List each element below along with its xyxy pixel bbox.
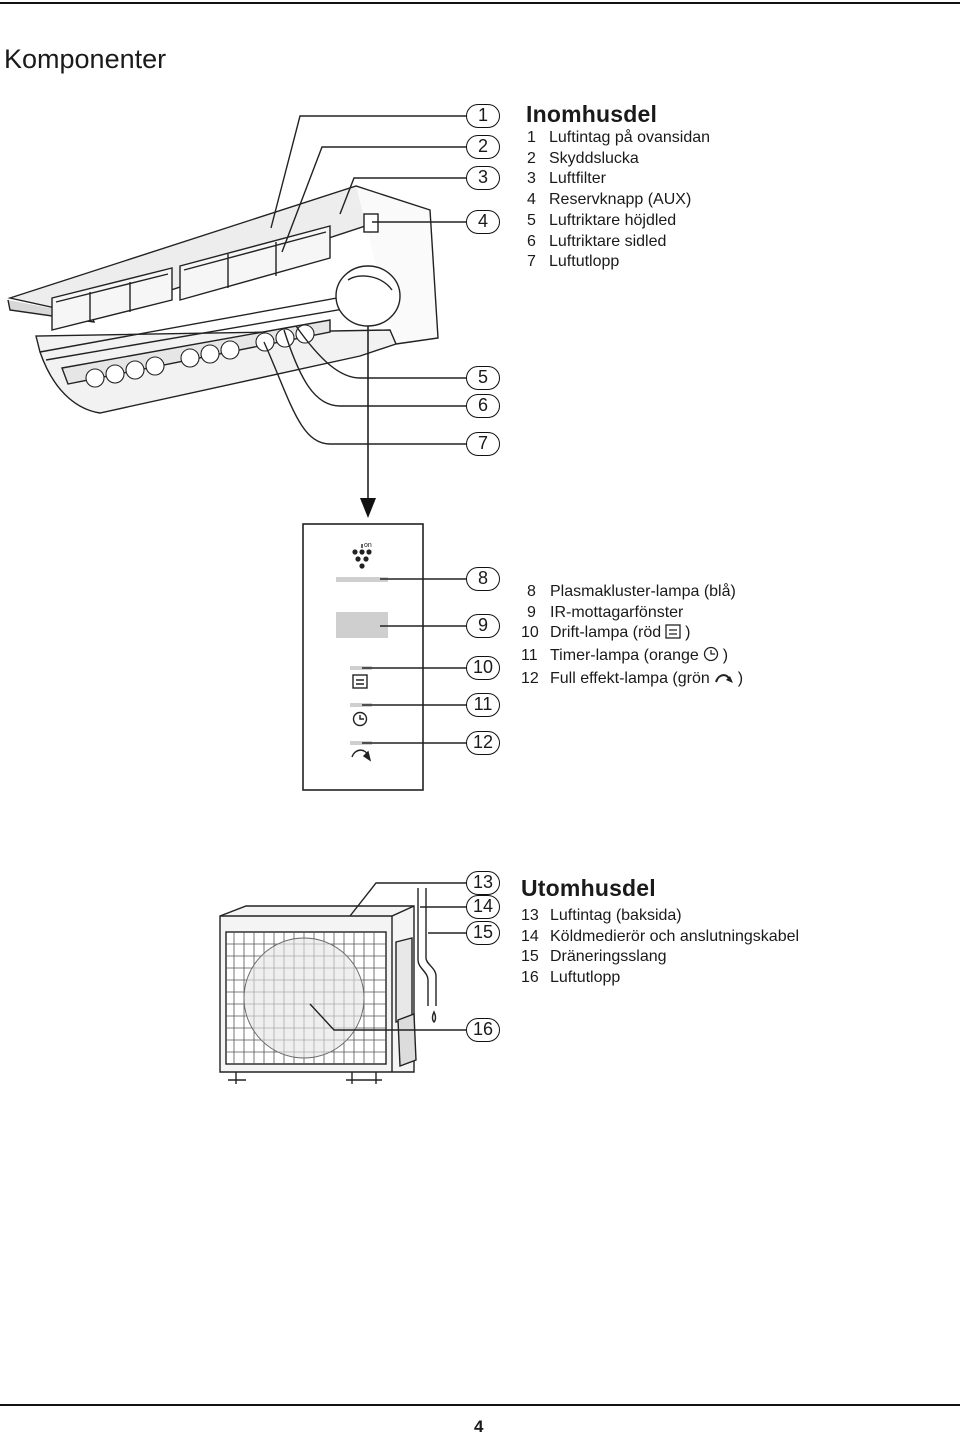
callout-12: 12 [466, 731, 500, 755]
full-power-icon [714, 671, 734, 692]
page-title: Komponenter [4, 44, 167, 74]
bottom-rule [0, 1404, 960, 1406]
callout-13: 13 [466, 871, 500, 895]
callout-10: 10 [466, 656, 500, 680]
callout-2: 2 [466, 135, 500, 159]
callout-15: 15 [466, 921, 500, 945]
callout-4: 4 [466, 210, 500, 234]
indoor-heading: Inomhusdel [526, 101, 658, 127]
plasma-on-label: on [364, 542, 372, 549]
page-number: 4 [474, 1417, 484, 1436]
outdoor-heading: Utomhusdel [521, 875, 656, 901]
clock-icon [703, 646, 719, 669]
display-panel-drawing [302, 523, 470, 791]
callout-14: 14 [466, 895, 500, 919]
callout-8: 8 [466, 567, 500, 591]
callout-16: 16 [466, 1018, 500, 1042]
callout-6: 6 [466, 394, 500, 418]
callout-5: 5 [466, 366, 500, 390]
callout-7: 7 [466, 432, 500, 456]
callout-9: 9 [466, 614, 500, 638]
callout-1: 1 [466, 104, 500, 128]
top-rule [0, 2, 960, 4]
indoor-unit-drawing [7, 115, 470, 445]
outdoor-unit-drawing [219, 882, 470, 1084]
operation-icon [665, 624, 681, 646]
callout-11: 11 [466, 693, 500, 717]
callout-3: 3 [466, 166, 500, 190]
